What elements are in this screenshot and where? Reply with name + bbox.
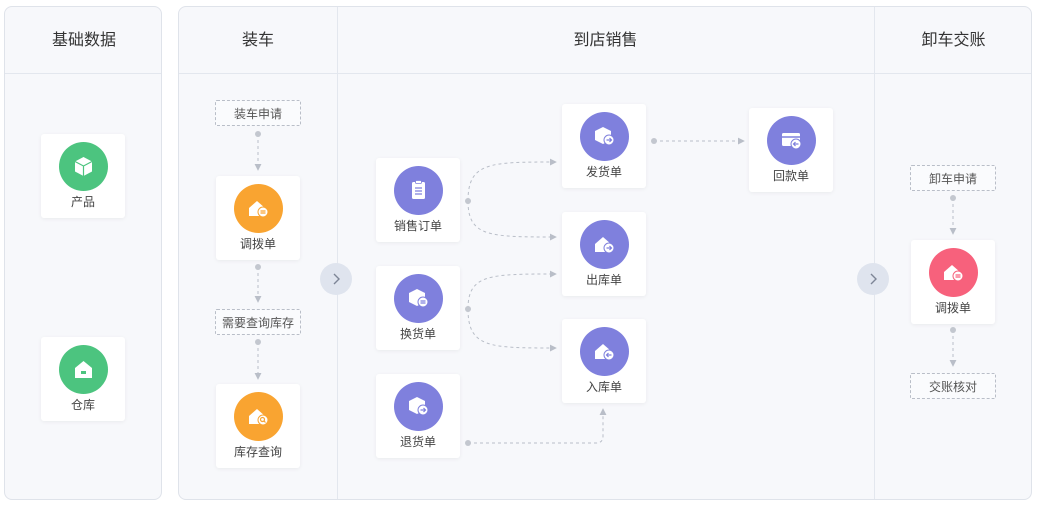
product-node[interactable]: 产品 bbox=[41, 134, 125, 218]
house-exchange-icon bbox=[233, 184, 283, 233]
cube-icon bbox=[58, 142, 108, 191]
house-out-icon bbox=[579, 220, 629, 269]
return-order-node[interactable]: 退货单 bbox=[376, 374, 460, 458]
column-title-sale: 到店销售 bbox=[573, 30, 638, 49]
node-label: 调拨单 bbox=[934, 301, 971, 315]
node-label: 入库单 bbox=[585, 380, 622, 394]
node-label: 出库单 bbox=[585, 273, 622, 287]
house-search-icon bbox=[233, 392, 283, 441]
connector bbox=[468, 408, 607, 444]
node-label: 调拨单 bbox=[239, 237, 276, 251]
flow-header bbox=[179, 7, 1031, 74]
divider bbox=[874, 7, 875, 499]
node-label: 销售订单 bbox=[393, 219, 442, 233]
chevron-right-icon bbox=[333, 273, 340, 285]
need-stock-node[interactable]: 需要查询库存 bbox=[215, 309, 301, 335]
base-data-header bbox=[5, 7, 161, 74]
warehouse-icon bbox=[58, 345, 108, 394]
load-request-node[interactable]: 装车申请 bbox=[215, 100, 301, 126]
chevron-right-icon bbox=[870, 273, 877, 285]
connector bbox=[467, 270, 557, 310]
transfer-node[interactable]: 调拨单 bbox=[216, 176, 300, 260]
exchange-order-node[interactable]: 换货单 bbox=[376, 266, 460, 350]
house-in-icon bbox=[579, 327, 629, 376]
node-label: 仓库 bbox=[70, 398, 95, 412]
node-label: 回款单 bbox=[772, 169, 809, 183]
reconcile-node[interactable]: 交账核对 bbox=[910, 373, 996, 399]
warehouse-node[interactable]: 仓库 bbox=[41, 337, 125, 421]
outbound-order-node[interactable]: 出库单 bbox=[562, 212, 646, 296]
next-arrow-button[interactable] bbox=[857, 263, 889, 295]
node-label: 退货单 bbox=[399, 435, 436, 449]
next-arrow-button[interactable] bbox=[320, 263, 352, 295]
divider bbox=[337, 7, 338, 499]
house-exchange-icon bbox=[928, 248, 978, 297]
connector-dot bbox=[255, 339, 261, 345]
column-title-base: 基础数据 bbox=[51, 30, 116, 49]
connector-dot bbox=[651, 138, 657, 144]
box-return-icon bbox=[393, 382, 443, 431]
connector-dot bbox=[950, 327, 956, 333]
column-title-unload: 卸车交账 bbox=[921, 30, 986, 49]
box-exchange-icon bbox=[393, 274, 443, 323]
node-label: 产品 bbox=[70, 195, 95, 209]
connector-dot bbox=[255, 264, 261, 270]
unload-request-node[interactable]: 卸车申请 bbox=[910, 165, 996, 191]
node-label: 换货单 bbox=[399, 327, 436, 341]
delivery-order-node[interactable]: 发货单 bbox=[562, 104, 646, 188]
node-label: 库存查询 bbox=[233, 445, 282, 459]
node-label: 发货单 bbox=[585, 165, 622, 179]
stock-query-node[interactable]: 库存查询 bbox=[216, 384, 300, 468]
connector bbox=[467, 158, 557, 202]
unload-transfer-node[interactable]: 调拨单 bbox=[911, 240, 995, 324]
connector-dot bbox=[465, 198, 471, 204]
clipboard-icon bbox=[393, 166, 443, 215]
payment-order-node[interactable]: 回款单 bbox=[749, 108, 833, 192]
sales-order-node[interactable]: 销售订单 bbox=[376, 158, 460, 242]
connector-dot bbox=[465, 306, 471, 312]
connector bbox=[467, 200, 557, 241]
box-send-icon bbox=[579, 112, 629, 161]
column-title-load: 装车 bbox=[241, 30, 274, 49]
connector bbox=[467, 308, 557, 352]
connector-dot bbox=[950, 195, 956, 201]
card-return-icon bbox=[766, 116, 816, 165]
connector-dot bbox=[465, 440, 471, 446]
inbound-order-node[interactable]: 入库单 bbox=[562, 319, 646, 403]
connector-dot bbox=[255, 131, 261, 137]
